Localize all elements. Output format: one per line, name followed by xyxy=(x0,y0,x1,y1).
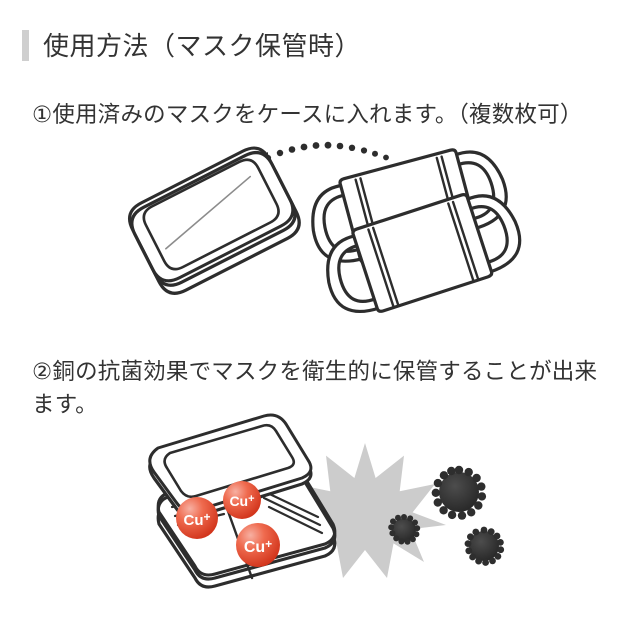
surgical-mask-upper-icon xyxy=(311,148,508,264)
arrowhead-icon xyxy=(246,152,268,176)
step-1-instruction: ①使用済みのマスクをケースに入れます。（複数枚可） xyxy=(32,102,583,127)
germ-particle-large-icon xyxy=(431,465,487,520)
copper-ion-top: Cu+ xyxy=(223,481,261,519)
copper-ion-left: Cu+ xyxy=(176,497,218,539)
mask-case-open-icon xyxy=(148,413,337,589)
mask-case-closed-icon xyxy=(128,146,301,295)
copper-ion-bottom: Cu+ xyxy=(236,523,280,567)
copper-ion-label-top: Cu+ xyxy=(229,493,254,509)
heading-accent-bar xyxy=(22,30,29,61)
page-title: 使用方法（マスク保管時） xyxy=(43,30,362,61)
section-heading: 使用方法（マスク保管時） xyxy=(22,30,361,61)
step-2-instruction: ②銅の抗菌効果でマスクを衛生的に保管することが出来ます。 xyxy=(32,359,598,417)
surgical-mask-lower-icon xyxy=(326,193,522,313)
dotted-curved-arrow-icon xyxy=(246,141,389,176)
germ-particle-small-icon xyxy=(388,514,421,545)
copper-ion-label-left: Cu+ xyxy=(183,510,210,529)
antibacterial-burst-icon xyxy=(284,443,446,578)
germ-particle-medium-icon xyxy=(464,526,505,566)
copper-ion-label-bottom: Cu+ xyxy=(244,537,272,556)
